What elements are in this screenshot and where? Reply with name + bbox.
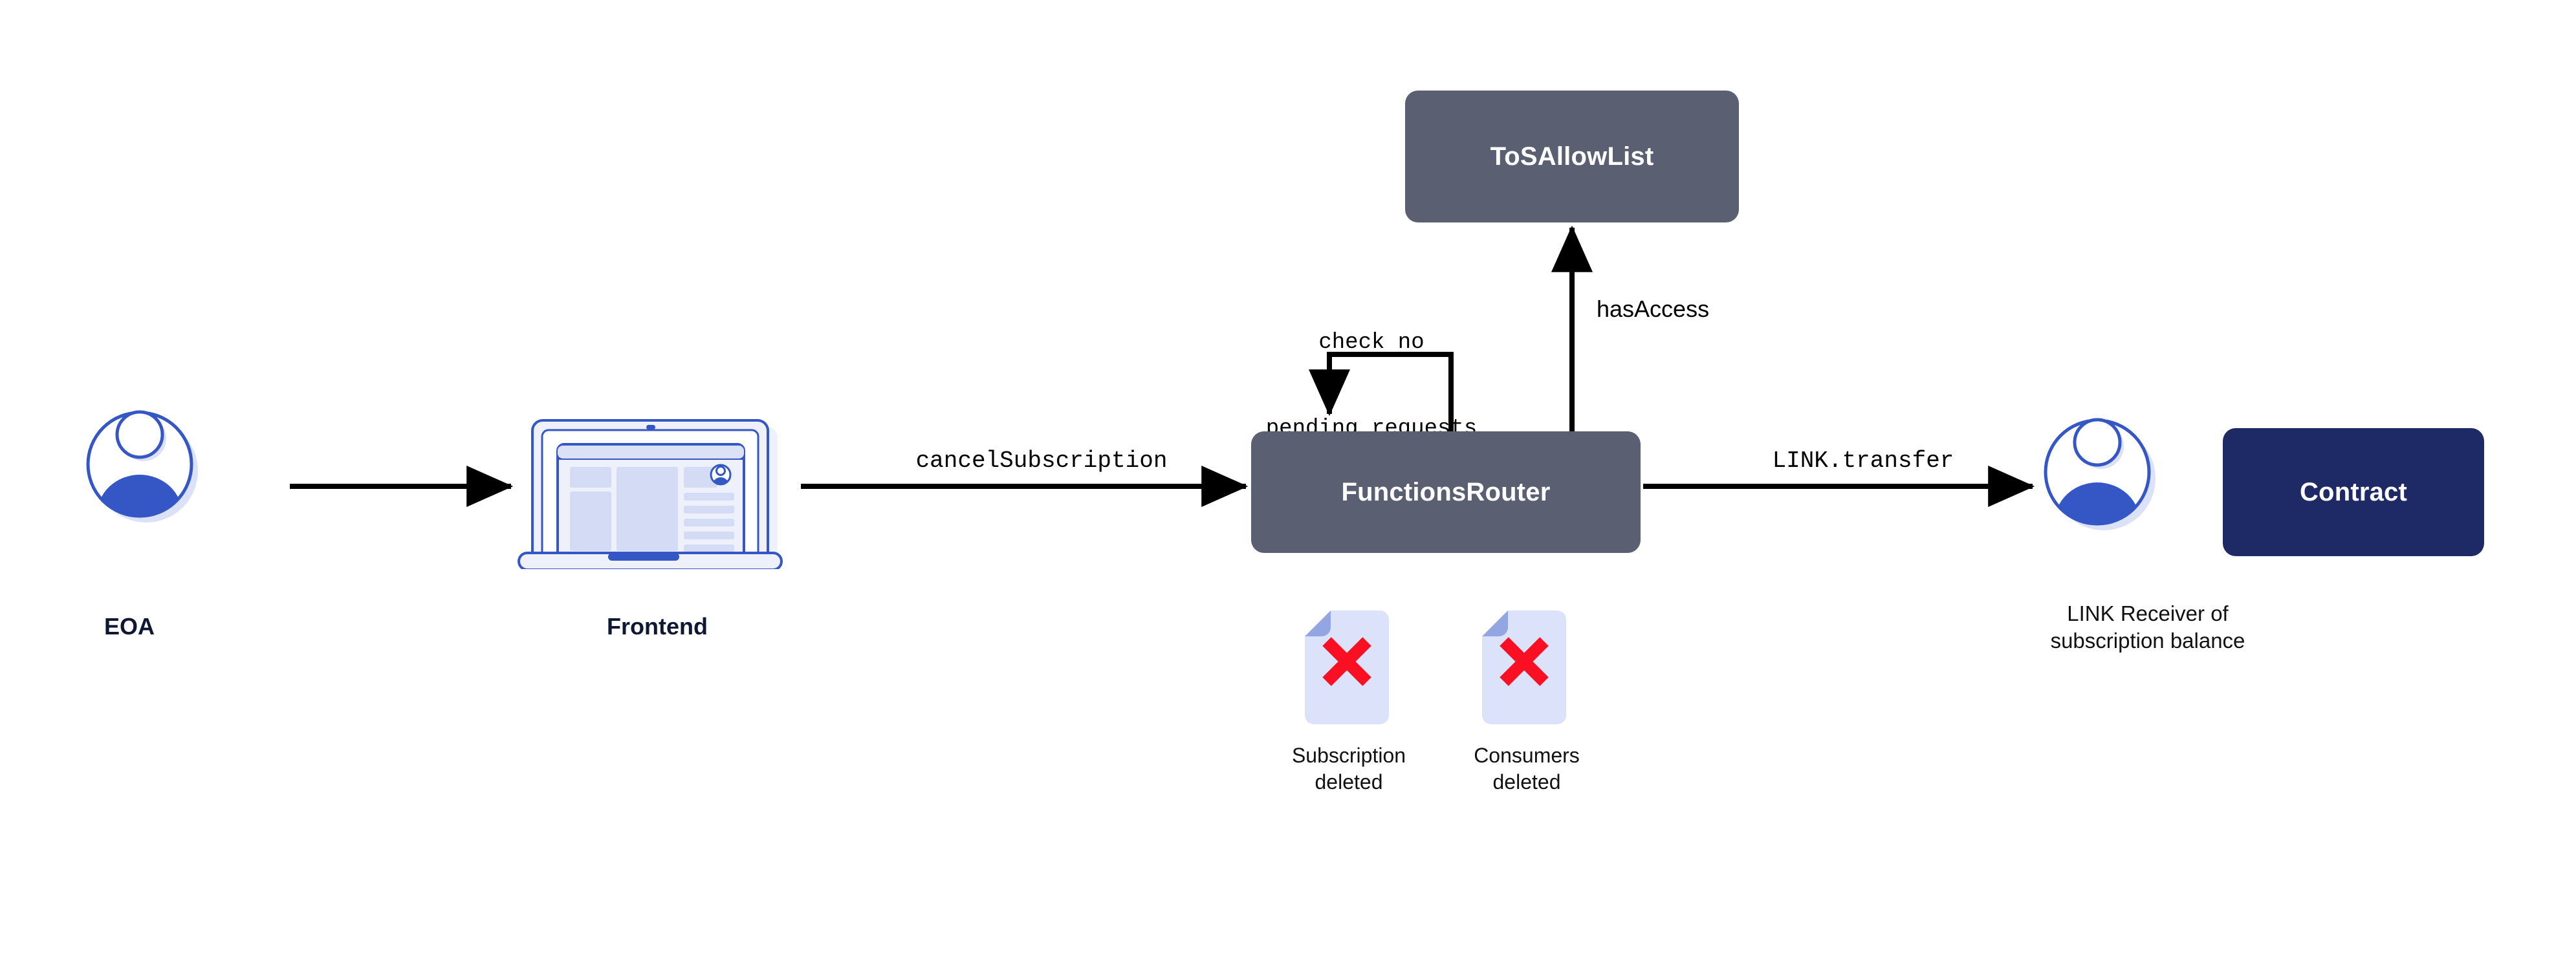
subscription-deleted-line-2: deleted [1315,770,1383,794]
subscription-deleted-label: Subscription deleted [1255,742,1443,795]
edge-label-hasaccess: hasAccess [1597,296,1710,322]
eoa-avatar-icon [84,406,201,529]
consumers-deleted-line-1: Consumers [1474,744,1580,767]
tosallowlist-label: ToSAllowList [1490,142,1654,171]
link-receiver-line-1: LINK Receiver of [2067,601,2229,625]
eoa-label: EOA [104,613,155,640]
contract-box[interactable]: Contract [2223,428,2484,556]
frontend-laptop-icon [515,407,800,569]
subscription-deleted-document-icon [1302,610,1392,724]
subscription-deleted-line-1: Subscription [1291,744,1406,767]
link-receiver-line-2: subscription balance [2050,629,2245,653]
edge-label-line-1: check no [1318,330,1424,356]
link-receiver-label: LINK Receiver of subscription balance [1980,600,2316,654]
consumers-deleted-label: Consumers deleted [1433,742,1621,795]
consumers-deleted-document-icon [1479,610,1569,724]
consumers-deleted-line-2: deleted [1492,770,1561,794]
edge-label-cancelsubscription: cancelSubscription [915,448,1168,474]
edge-label-link-transfer: LINK.transfer [1772,448,1954,474]
link-receiver-avatar-icon [2042,414,2158,537]
frontend-label: Frontend [607,613,708,640]
contract-label: Contract [2299,477,2408,506]
functionsrouter-box[interactable]: FunctionsRouter [1251,431,1641,553]
functionsrouter-label: FunctionsRouter [1341,477,1551,506]
tosallowlist-box[interactable]: ToSAllowList [1405,91,1739,222]
